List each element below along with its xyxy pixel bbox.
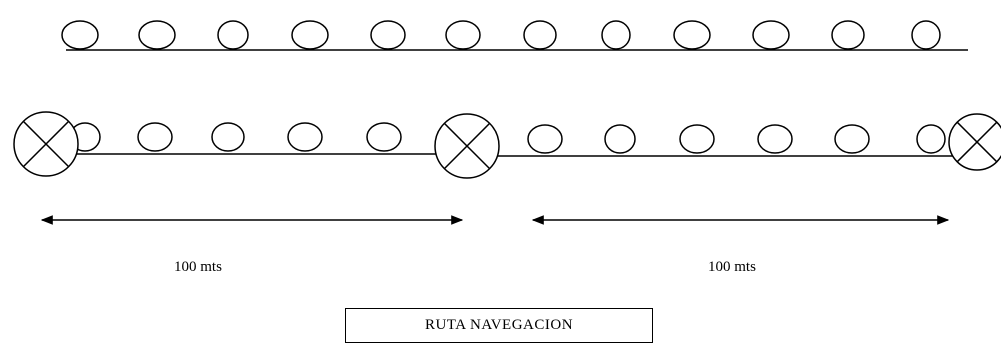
buoy-icon xyxy=(679,124,715,154)
buoy-icon xyxy=(601,20,631,50)
buoy-icon xyxy=(291,20,329,50)
buoy-icon xyxy=(366,122,402,152)
cross-line xyxy=(22,120,70,168)
buoy-icon xyxy=(445,20,481,50)
middle-buoy-row xyxy=(48,122,960,157)
buoy-icon xyxy=(673,20,711,50)
marker-circle-right xyxy=(948,113,1001,171)
distance-label-left: 100 mts xyxy=(174,259,222,275)
buoy-icon xyxy=(831,20,865,50)
buoy-icon xyxy=(604,124,636,154)
buoy-icon xyxy=(217,20,249,50)
buoy-icon xyxy=(523,20,557,50)
buoy-icon xyxy=(752,20,790,50)
buoy-icon xyxy=(370,20,406,50)
crossed-circle-icon xyxy=(948,113,1001,171)
cross-line xyxy=(443,122,491,170)
route-label-box: RUTA NAVEGACION xyxy=(345,308,653,343)
route-label-text: RUTA NAVEGACION xyxy=(424,317,574,333)
buoy-icon xyxy=(138,20,176,50)
buoy-icon xyxy=(287,122,323,152)
buoy-icon xyxy=(527,124,563,154)
cross-line xyxy=(956,121,998,163)
top-buoy-row xyxy=(61,20,968,51)
buoy-icon xyxy=(916,124,946,154)
buoy-icon xyxy=(834,124,870,154)
buoy-icon xyxy=(137,122,173,152)
buoy-icon xyxy=(211,122,245,152)
distance-label-right: 100 mts xyxy=(708,259,756,275)
buoy-icon xyxy=(911,20,941,50)
buoy-icon xyxy=(757,124,793,154)
marker-circle-middle xyxy=(434,113,500,179)
marker-circle-left xyxy=(13,111,79,177)
buoy-icon xyxy=(61,20,99,50)
